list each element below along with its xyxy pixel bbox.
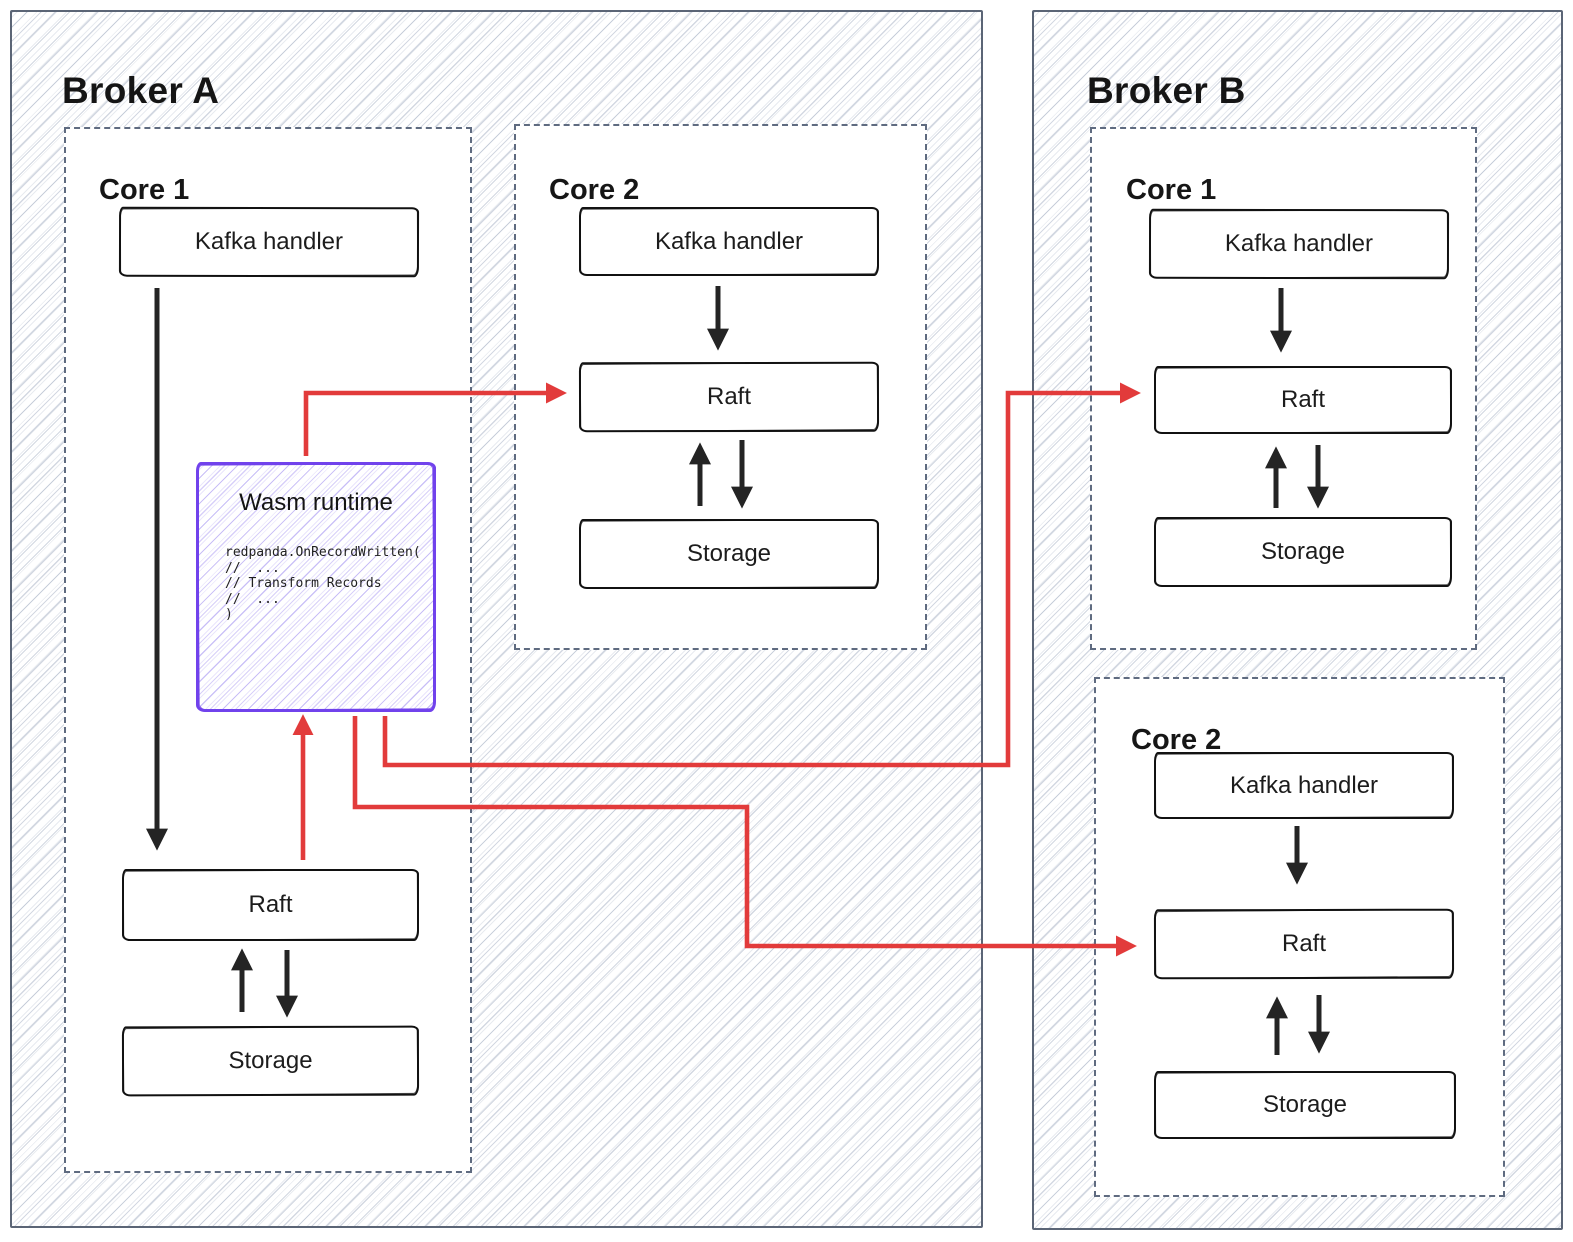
broker-a-core-1: Core 1 Kafka handler Wasm runtime redpan… [64,127,472,1173]
raft-label: Raft [1281,929,1327,958]
kafka-handler-label: Kafka handler [1224,229,1374,258]
broker-b-core2-raft-node: Raft [1153,908,1455,980]
raft-label: Raft [706,382,752,411]
broker-b-core-2-title: Core 2 [1131,724,1222,757]
broker-a-core2-raft-node: Raft [578,361,880,433]
kafka-handler-label: Kafka handler [194,227,344,256]
broker-b-core1-kafka-handler-node: Kafka handler [1148,208,1450,280]
code-line: ) [225,607,233,622]
code-line: // ... [225,560,280,576]
raft-label: Raft [1280,386,1325,413]
broker-a-container: Broker A Core 1 Kafka handler Wasm runti… [10,10,983,1228]
broker-b-core2-kafka-handler-node: Kafka handler [1154,752,1454,819]
broker-a-core2-kafka-handler-node: Kafka handler [579,207,879,276]
broker-a-core-2-title: Core 2 [549,174,640,207]
broker-b-core-2: Core 2 Kafka handler Raft Storage [1094,677,1505,1197]
storage-label: Storage [1260,538,1346,565]
broker-a-core1-raft-node: Raft [122,869,419,941]
broker-b-core2-storage-node: Storage [1154,1071,1456,1139]
broker-b-container: Broker B Core 1 Kafka handler Raft Stora… [1032,10,1563,1230]
storage-label: Storage [1262,1091,1348,1118]
broker-b-core-1: Core 1 Kafka handler Raft Storage [1090,127,1477,650]
raft-label: Raft [248,891,293,918]
broker-a-core1-storage-node: Storage [121,1025,420,1097]
wasm-code-snippet: redpanda.OnRecordWritten( // ... // Tran… [225,545,433,623]
broker-a-core-2: Core 2 Kafka handler Raft Storage [514,124,927,650]
code-line: // ... [225,591,280,607]
code-line: // Transform Records [225,576,382,591]
broker-a-core1-kafka-handler-node: Kafka handler [118,206,420,278]
wasm-runtime-node: Wasm runtime redpanda.OnRecordWritten( /… [196,462,436,712]
broker-b-title: Broker B [1087,69,1246,111]
broker-a-core-1-title: Core 1 [99,174,190,207]
broker-b-core1-storage-node: Storage [1154,517,1452,587]
code-line: redpanda.OnRecordWritten( [225,545,421,560]
kafka-handler-label: Kafka handler [654,227,804,255]
kafka-handler-label: Kafka handler [1229,771,1379,799]
broker-b-core-1-title: Core 1 [1126,174,1217,207]
storage-label: Storage [686,540,772,567]
broker-a-title: Broker A [62,69,220,111]
broker-a-core2-storage-node: Storage [579,519,879,589]
storage-label: Storage [228,1046,313,1075]
wasm-runtime-title: Wasm runtime [239,489,393,516]
broker-b-core1-raft-node: Raft [1154,366,1452,434]
